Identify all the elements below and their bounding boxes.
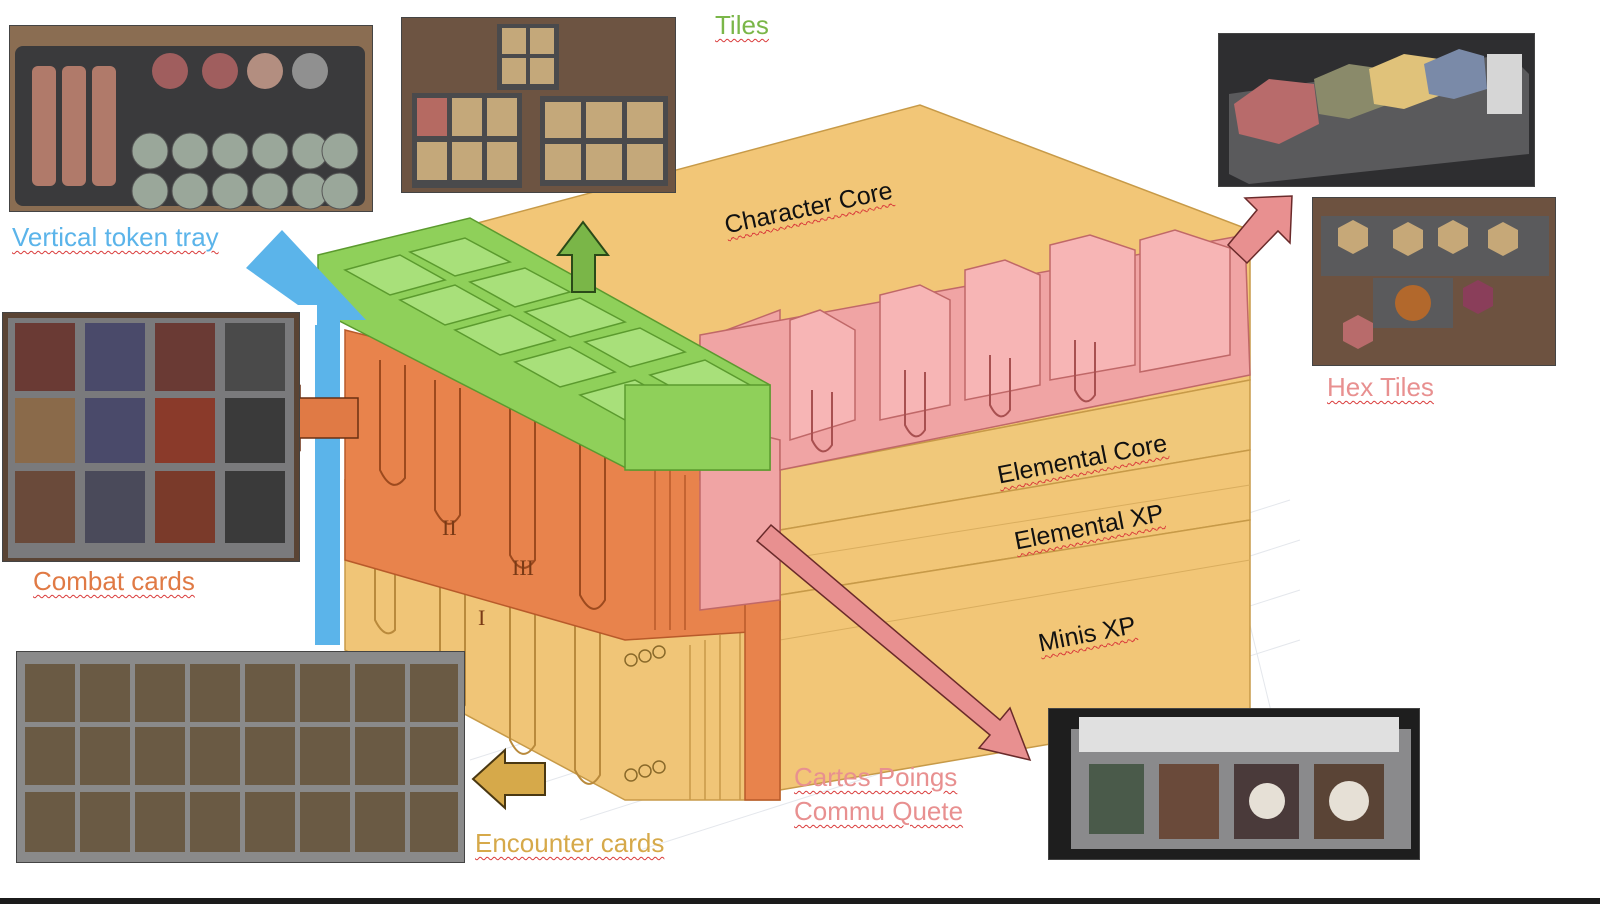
bottom-edge-bar — [0, 898, 1600, 904]
cartes-label-line2: Commu Quete — [794, 796, 964, 826]
photo-hex-tray — [1218, 33, 1535, 187]
tiles-tray-front — [624, 384, 771, 471]
photo-fist-cards — [1048, 708, 1420, 860]
hex-box-dividers — [789, 229, 1231, 442]
photo-hex-tiles — [1312, 197, 1556, 366]
encounter-cards-label: Encounter cards — [475, 828, 665, 858]
combat-slots — [379, 360, 606, 610]
encounter-circles — [624, 645, 666, 782]
arrow-encounter — [471, 747, 546, 811]
arrow-tiles — [555, 220, 611, 293]
numeral-2: II — [442, 515, 457, 540]
combat-cards-label: Combat cards — [33, 566, 195, 596]
photo-combat-cards — [2, 312, 300, 562]
vertical-token-tray-label: Vertical token tray — [12, 222, 219, 252]
arrow-cartes — [755, 523, 1032, 762]
card-numerals: I II III — [442, 515, 534, 630]
numeral-1: I — [478, 605, 485, 630]
tiles-label: Tiles — [715, 10, 769, 40]
hex-tiles-label: Hex Tiles — [1327, 372, 1434, 402]
photo-encounter-cards — [16, 651, 465, 863]
token-tray-bar — [315, 325, 339, 645]
arrow-hex — [1226, 195, 1293, 265]
numeral-3: III — [512, 555, 534, 580]
photo-token-tray — [9, 25, 373, 212]
cartes-label-line1: Cartes Poings — [794, 762, 958, 792]
photo-tiles — [401, 17, 676, 193]
